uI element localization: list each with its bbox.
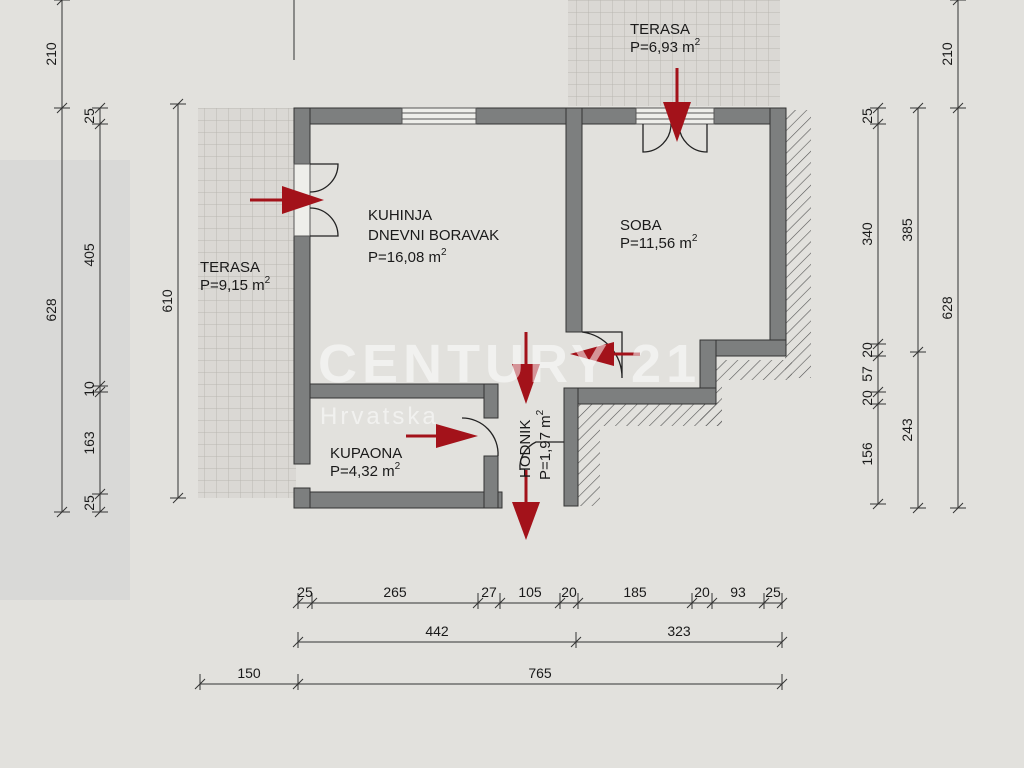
- entry-arrows: [250, 68, 691, 540]
- hodnik-label: HODNIK: [517, 420, 534, 478]
- sup: 2: [535, 409, 546, 415]
- dim-right-inner-label: 25: [859, 108, 875, 124]
- dim-right-inner-label: 57: [859, 366, 875, 382]
- doors: [309, 123, 708, 471]
- dim-left-inner-label: 25: [81, 108, 97, 124]
- dim-right-mid-label: 243: [899, 418, 915, 442]
- dim-left-inner-label: 405: [81, 243, 97, 267]
- terrace-top-name: TERASA: [630, 21, 690, 38]
- dim-bottom-row1-label: 25: [765, 584, 781, 600]
- sup: 2: [692, 233, 698, 244]
- arrow-soba: [570, 342, 640, 366]
- dim-right-outer-label: 210: [939, 42, 955, 66]
- exterior-hatch-side: [578, 426, 600, 506]
- dim-bottom-row1-label: 20: [561, 584, 577, 600]
- dimension-lines: [54, 0, 966, 690]
- exterior-hatch-lower: [578, 402, 722, 426]
- terrace-left-area-label: P=9,15 m2: [200, 275, 271, 294]
- hodnik-area-label: P=1,97 m2: [535, 409, 554, 480]
- arrow-entrance: [512, 470, 540, 540]
- terrace-left-area: [198, 108, 296, 498]
- dim-bottom-row1-label: 93: [730, 584, 746, 600]
- dim-left-outer-label: 210: [43, 42, 59, 66]
- dim-bottom-row3-label: 150: [237, 665, 261, 681]
- dim-right-inner-label: 20: [859, 342, 875, 358]
- kupaona-name: KUPAONA: [330, 445, 402, 462]
- hodnik-area: P=1,97 m2: [535, 409, 554, 480]
- kupaona-area-label: P=4,32 m2: [330, 461, 401, 480]
- dim-left-inner-label: 163: [81, 431, 97, 455]
- terrace-top-area: [568, 0, 780, 106]
- watermark-sub: Hrvatska: [320, 403, 439, 430]
- soba-name: SOBA: [620, 217, 662, 234]
- terrace-left-name: TERASA: [200, 259, 260, 276]
- dim-left-outer-tick: [56, 0, 63, 6]
- dim-right-outer-label: 628: [939, 296, 955, 320]
- sup: 2: [695, 37, 701, 48]
- sup: 2: [395, 461, 401, 472]
- dim-right-inner-label: 340: [859, 222, 875, 246]
- dim-bottom-row2-label: 442: [425, 623, 449, 639]
- dim-left-inner-label: 25: [81, 495, 97, 511]
- kuhinja-area-label: P=16,08 m2: [368, 247, 447, 266]
- dim-right-mid-label: 385: [899, 218, 915, 242]
- exterior-hatch-right: [785, 110, 811, 378]
- hodnik-name: HODNIK: [517, 420, 534, 478]
- dim-bottom-row1-label: 25: [297, 584, 313, 600]
- terrace-top-area-label: P=6,93 m2: [630, 37, 701, 56]
- arrow-hodnik: [512, 332, 540, 404]
- dim-left-outer-label: 628: [43, 298, 59, 322]
- dim-bottom-row1-label: 185: [623, 584, 647, 600]
- arrow-kupaona: [406, 424, 478, 448]
- dim-bottom-row3-label: 765: [528, 665, 552, 681]
- dim-bottom-row1-label: 20: [694, 584, 710, 600]
- arrow-terrace-left: [250, 186, 324, 214]
- reflection-area: [0, 160, 130, 600]
- dim-right-inner-label: 156: [859, 442, 875, 466]
- walls: [293, 107, 787, 509]
- sup: 2: [265, 275, 271, 286]
- dim-bottom-row1-label: 27: [481, 584, 497, 600]
- kuhinja-name: KUHINJA: [368, 207, 432, 224]
- soba-area-label: P=11,56 m2: [620, 233, 698, 252]
- kuhinja-name2: DNEVNI BORAVAK: [368, 227, 499, 244]
- dim-bottom-row1-label: 265: [383, 584, 407, 600]
- sup: 2: [441, 247, 447, 258]
- dim-bottom-row1-label: 105: [518, 584, 542, 600]
- dim-bottom-row2-label: 323: [667, 623, 691, 639]
- watermark-brand: CENTURY 21: [318, 334, 701, 394]
- exterior-hatch-bottom: [712, 360, 792, 380]
- dim-left-terrace-label: 610: [159, 289, 175, 313]
- dim-right-inner-label: 20: [859, 390, 875, 406]
- arrow-terrace-top: [663, 68, 691, 142]
- dim-left-inner-label: 10: [81, 381, 97, 397]
- dim-right-outer-tick: [952, 0, 959, 6]
